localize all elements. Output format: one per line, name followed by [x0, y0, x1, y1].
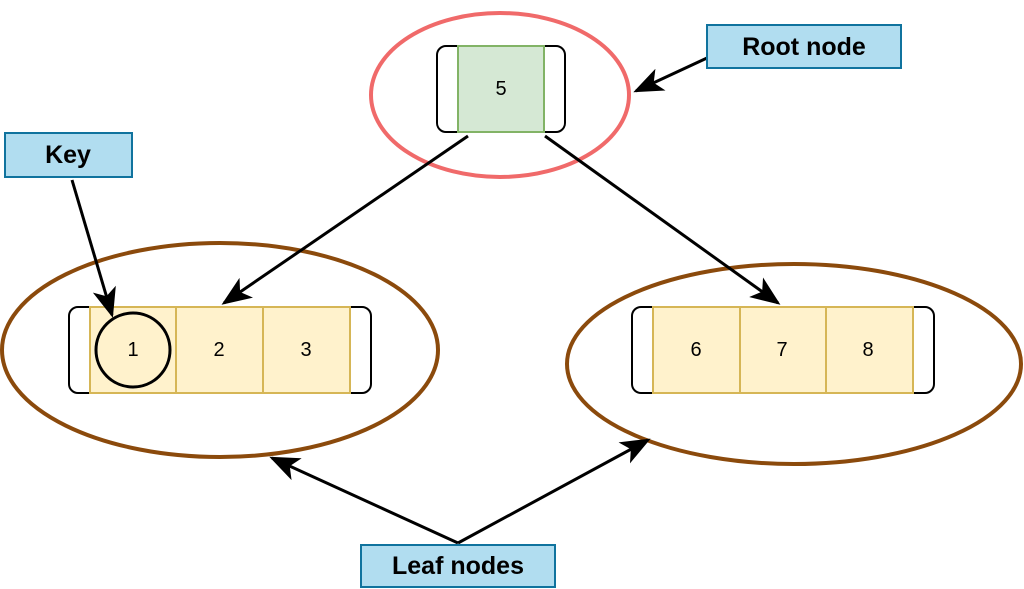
key-pointer-arrow: [70, 179, 116, 318]
key-callout-box: [4, 132, 133, 178]
root-node-highlight-ring: [369, 11, 631, 179]
left-leaf-key-cell: [175, 306, 264, 394]
right-leaf-key-cell: [825, 306, 914, 394]
leaf-nodes-callout-box: [360, 544, 556, 588]
root-node-callout-label: Root node: [742, 33, 866, 61]
right-leaf-key-cell: [739, 306, 827, 394]
leaf-nodes-callout: Leaf nodes: [360, 544, 556, 588]
root-node-callout: Root node: [706, 24, 902, 69]
right-leaf-node: 6 7 8: [631, 306, 935, 394]
leaf-nodes-callout-label: Leaf nodes: [392, 552, 524, 580]
leaf-pointer-arrow-right: [457, 438, 651, 545]
leaf-pointer-arrow-left: [269, 456, 459, 545]
edge-root-to-right-leaf: [544, 134, 781, 305]
right-leaf-key-label: 7: [776, 339, 787, 361]
left-leaf-key-cell: [89, 306, 177, 394]
left-leaf-key-label: 1: [127, 339, 138, 361]
left-leaf-key-cell: [262, 306, 351, 394]
root-node: 5: [436, 45, 566, 133]
root-key-label: 5: [495, 78, 506, 100]
left-leaf-node: 1 2 3: [68, 306, 372, 394]
root-node-pointer-arrow: [633, 56, 708, 93]
right-leaf-key-label: 8: [862, 339, 873, 361]
left-leaf-key-label: 3: [300, 339, 311, 361]
right-leaf-key-cell: [652, 306, 741, 394]
right-leaf-key-label: 6: [690, 339, 701, 361]
key-callout: Key: [4, 132, 133, 178]
root-node-callout-box: [706, 24, 902, 69]
left-leaf-key-label: 2: [213, 339, 224, 361]
edge-root-to-left-leaf: [221, 134, 469, 305]
right-leaf-ring: [565, 262, 1023, 466]
root-key-cell: [457, 45, 545, 133]
left-leaf-ring: [0, 241, 440, 459]
key-highlight-circle: [94, 311, 172, 389]
key-callout-label: Key: [45, 141, 91, 169]
